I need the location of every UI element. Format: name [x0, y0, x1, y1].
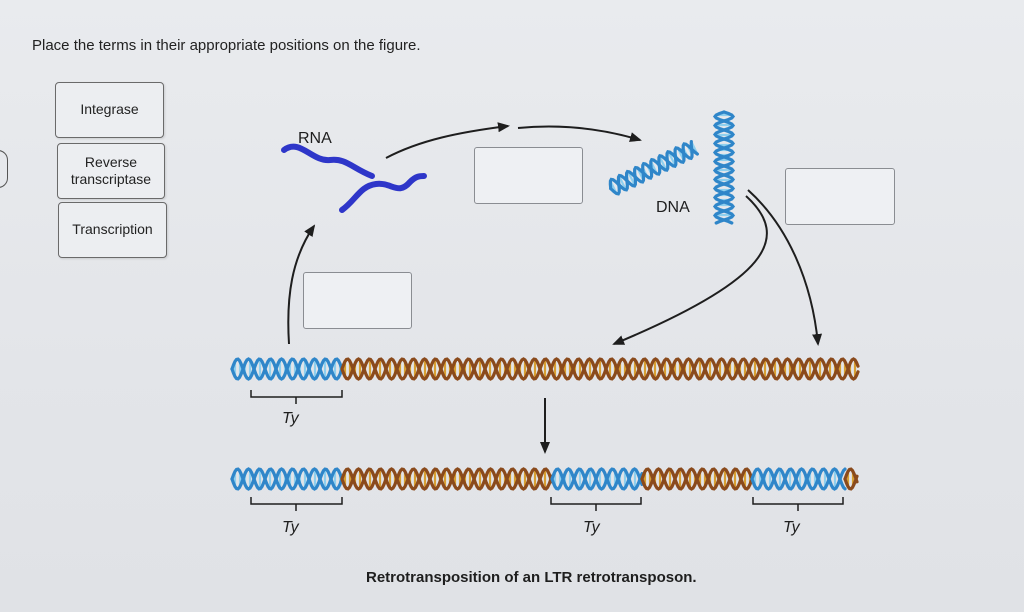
cdna-helix-vertical	[712, 110, 736, 225]
instructions-text: Place the terms in their appropriate pos…	[32, 37, 421, 54]
arrow-dna-to-host	[612, 195, 768, 345]
ty-label-bottom-1: Ty	[282, 519, 299, 536]
drop-zone-reverse-transcription-step[interactable]	[474, 147, 583, 204]
rna-strand-1	[281, 143, 375, 179]
arrow-ty-to-rna	[287, 224, 316, 345]
ty-dna-segment-bottom-1	[230, 467, 344, 491]
host-dna-top	[340, 357, 860, 381]
term-transcription[interactable]: Transcription	[58, 202, 167, 258]
drop-zone-integration-step[interactable]	[785, 168, 895, 225]
ty-bracket-bottom-1	[250, 497, 343, 511]
ty-label-top: Ty	[282, 410, 299, 427]
ty-bracket-bottom-3	[752, 497, 844, 511]
term-integrase[interactable]: Integrase	[55, 82, 164, 138]
figure-caption: Retrotransposition of an LTR retrotransp…	[366, 569, 697, 586]
host-dna-bottom-3	[843, 467, 859, 491]
arrow-box-to-dna	[517, 125, 642, 142]
dna-label: DNA	[656, 199, 690, 216]
ty-bracket-bottom-2	[550, 497, 642, 511]
ty-label-bottom-3: Ty	[783, 519, 800, 536]
ty-dna-segment-bottom-3	[750, 467, 847, 491]
arrow-rna-to-box	[385, 122, 510, 159]
ty-dna-segment-bottom-2	[550, 467, 644, 491]
ty-dna-segment-top	[230, 357, 344, 381]
ty-bracket-top	[250, 390, 343, 404]
arrow-dna-to-target	[747, 189, 823, 346]
rna-strand-2	[339, 173, 427, 213]
drop-zone-transcription-step[interactable]	[303, 272, 412, 329]
host-dna-bottom-2	[640, 467, 754, 491]
term-reverse-transcriptase[interactable]: Reverse transcriptase	[57, 143, 165, 199]
host-dna-bottom-1	[340, 467, 554, 491]
ty-label-bottom-2: Ty	[583, 519, 600, 536]
cdna-helix-tilted	[608, 140, 699, 196]
rna-label: RNA	[298, 130, 332, 147]
